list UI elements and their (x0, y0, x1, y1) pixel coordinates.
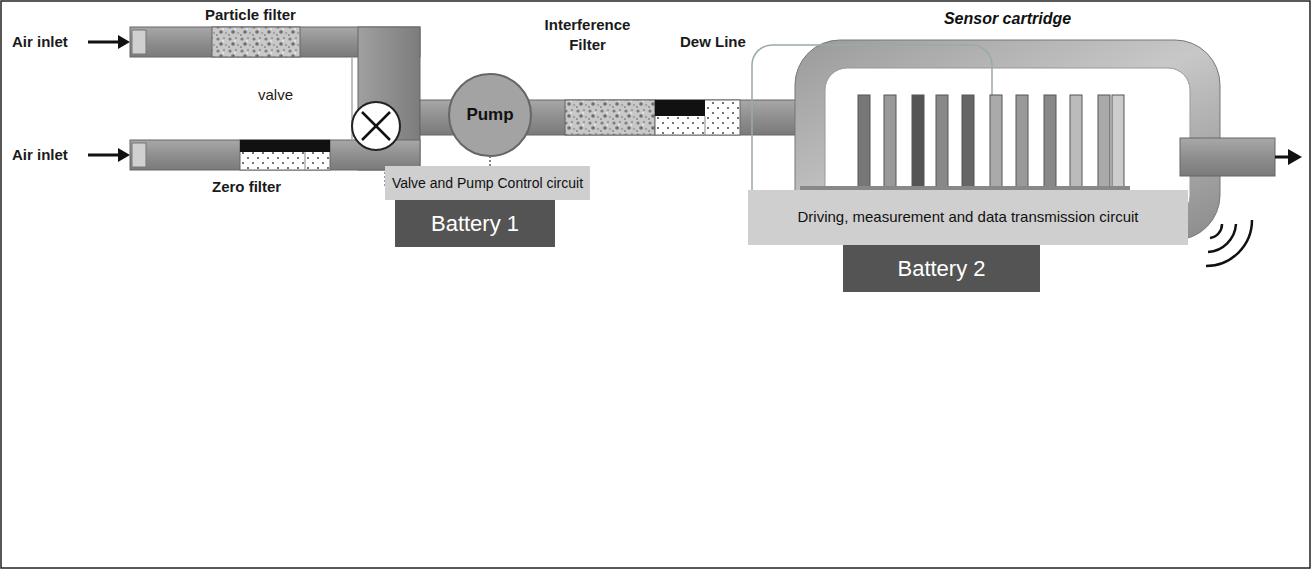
sensor-bar (962, 95, 974, 195)
node-text: Battery 2 (897, 256, 985, 282)
battery-box: Battery 1 (395, 200, 555, 247)
node-text: Driving, measurement and data transmissi… (798, 208, 1139, 227)
node-text: Valve and Pump Control circuit (392, 175, 583, 191)
sensor-bar (990, 95, 1002, 195)
sensor-bar (1098, 95, 1110, 195)
part-label: Interference Filter (540, 15, 635, 54)
sensor-bar (1016, 95, 1028, 195)
sensor-bar (1044, 95, 1056, 195)
sensor-bar (884, 95, 896, 195)
part-label: Particle filter (205, 6, 296, 23)
part-label: Dew Line (680, 33, 746, 50)
circuit-box: Driving, measurement and data transmissi… (748, 190, 1188, 245)
control-circuit-box: Valve and Pump Control circuit (385, 166, 590, 200)
part-label: valve (258, 86, 293, 103)
control-wire (490, 157, 491, 166)
sensor-bar (1070, 95, 1082, 195)
node-text: Battery 1 (431, 211, 519, 237)
sensor-bar (912, 95, 924, 195)
sensor-bar (936, 95, 948, 195)
inlet-label: Air inlet (12, 33, 68, 50)
pump-circle: Pump (448, 73, 532, 157)
battery-box: Battery 2 (843, 245, 1040, 292)
node-text: Pump (466, 105, 513, 125)
inlet-label: Air inlet (12, 146, 68, 163)
sensor-bar (858, 95, 870, 195)
part-label: Zero filter (212, 178, 281, 195)
sensor-bar (1112, 95, 1124, 195)
node-text: Sensor cartridge (795, 10, 1220, 28)
